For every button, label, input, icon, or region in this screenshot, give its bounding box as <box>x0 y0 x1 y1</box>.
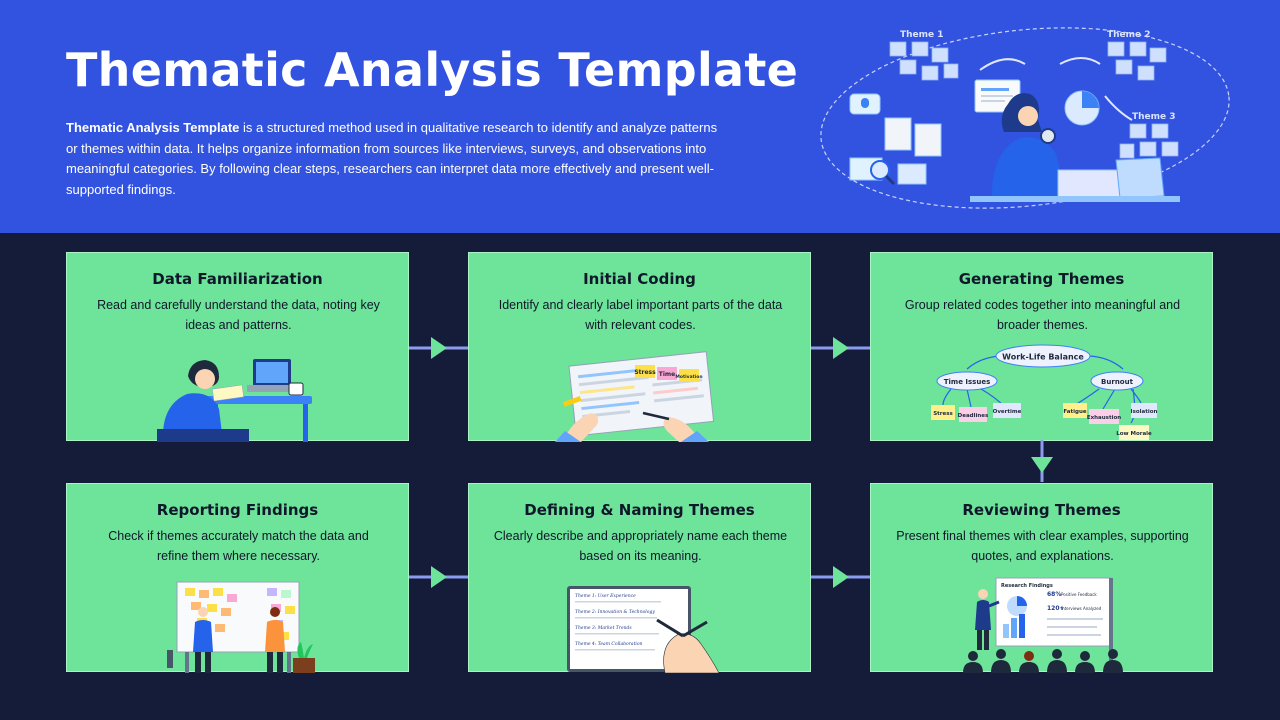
connector-2-3 <box>811 337 870 359</box>
reading-person-illustration <box>157 359 312 442</box>
sheet-theme4: Theme 4: Team Collaboration <box>575 641 643 647</box>
board-stat2-label: Interviews Analyzed <box>1061 606 1102 611</box>
header-banner: Thematic Analysis Template Thematic Anal… <box>0 0 1280 233</box>
step-title: Reviewing Themes <box>962 501 1121 519</box>
process-area: Data Familiarization Read and carefully … <box>0 233 1280 720</box>
step-description: Present final themes with clear examples… <box>896 529 1189 563</box>
board-stat1: 68% <box>1047 591 1061 598</box>
connector-4-5 <box>811 566 870 588</box>
code-deadlines: Deadlines <box>958 413 989 419</box>
presentation-illustration: Research Findings 68% Positive Feedback … <box>963 577 1123 673</box>
step-title: Defining & Naming Themes <box>524 501 755 519</box>
step-card-defining-naming-themes: Defining & Naming Themes Clearly describ… <box>468 483 811 673</box>
theme-root: Work-Life Balance <box>1002 353 1084 362</box>
writing-sheet-illustration: Theme 1: User Experience Theme 2: Innova… <box>567 586 720 673</box>
code-overtime: Overtime <box>993 409 1022 415</box>
step-title: Initial Coding <box>583 270 696 288</box>
code-stress: Stress <box>933 411 953 417</box>
step-description: Identify and clearly label important par… <box>498 298 783 332</box>
step-card-reporting-findings: Reporting Findings Check if themes accur… <box>66 483 409 673</box>
tag-stress: Stress <box>634 369 656 376</box>
connector-3-4 <box>1031 440 1053 482</box>
coding-papers-illustration: Stress Time Motivation <box>555 351 715 442</box>
sheet-theme2: Theme 2: Innovation & Technology <box>575 609 655 615</box>
step-title: Generating Themes <box>958 270 1125 288</box>
code-isolation: Isolation <box>1131 409 1158 415</box>
code-fatigue: Fatigue <box>1063 409 1087 415</box>
step-card-initial-coding: Initial Coding Identify and clearly labe… <box>468 252 811 442</box>
theme-map-diagram: Work-Life Balance Time Issues Burnout St… <box>931 344 1158 440</box>
theme-burnout: Burnout <box>1101 378 1134 386</box>
researcher-illustration: Theme 1 Theme 2 Theme 3 <box>820 27 1230 209</box>
code-exhaustion: Exhaustion <box>1087 415 1121 421</box>
description-bold: Thematic Analysis Template <box>66 120 240 135</box>
theme-time-issues: Time Issues <box>944 378 991 386</box>
description-text: is a structured method used in qualitati… <box>66 120 718 197</box>
tag-motivation: Motivation <box>675 374 702 380</box>
step-card-data-familiarization: Data Familiarization Read and carefully … <box>66 252 409 442</box>
connector-1-2 <box>409 337 468 359</box>
connector-5-6 <box>409 566 468 588</box>
board-heading: Research Findings <box>1001 583 1053 589</box>
sheet-theme1: Theme 1: User Experience <box>575 593 636 599</box>
board-stat2: 120+ <box>1047 605 1065 612</box>
step-description: Read and carefully understand the data, … <box>97 298 380 332</box>
step-card-generating-themes: Generating Themes Group related codes to… <box>870 252 1213 441</box>
hero-theme3-label: Theme 3 <box>1132 112 1176 122</box>
step-description: Group related codes together into meanin… <box>904 298 1181 332</box>
board-stat1-label: Positive Feedback <box>1061 592 1097 597</box>
step-title: Data Familiarization <box>152 270 323 288</box>
step-card-reviewing-themes: Reviewing Themes Present final themes wi… <box>870 483 1213 673</box>
hero-theme1-label: Theme 1 <box>900 30 944 40</box>
step-description: Check if themes accurately match the dat… <box>108 529 369 563</box>
hero-theme2-label: Theme 2 <box>1107 30 1151 40</box>
page-description: Thematic Analysis Template is a structur… <box>66 118 726 200</box>
step-description: Clearly describe and appropriately name … <box>493 529 788 563</box>
step-title: Reporting Findings <box>156 501 319 519</box>
team-board-illustration <box>167 581 315 673</box>
tag-time: Time <box>659 371 675 378</box>
page-title: Thematic Analysis Template <box>66 43 799 97</box>
code-low-morale: Low Morale <box>1116 431 1152 437</box>
sheet-theme3: Theme 3: Market Trends <box>575 625 632 631</box>
